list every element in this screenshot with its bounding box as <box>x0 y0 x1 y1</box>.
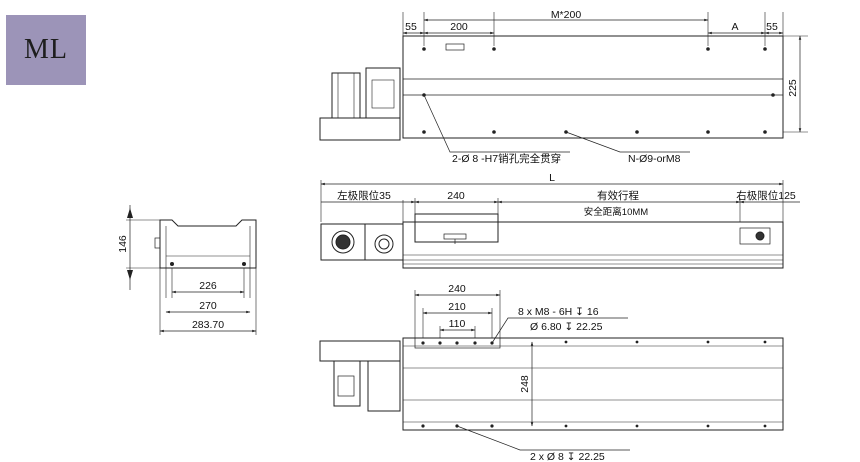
top-dim-55-right: 55 <box>766 21 778 33</box>
callout-drill: Ø 6.80 ↧ 22.25 <box>530 321 603 333</box>
bottom-motor-base <box>319 340 401 362</box>
end-dim-283: 283.70 <box>192 319 224 331</box>
callout-n-holes: N-Ø9-orM8 <box>628 153 681 165</box>
bottom-carriage <box>414 337 501 349</box>
top-dim-200: 200 <box>450 21 468 33</box>
end-body <box>159 219 257 269</box>
side-rail <box>402 221 784 269</box>
model-badge: ML <box>6 15 86 85</box>
end-dim-270: 270 <box>199 300 217 312</box>
bottom-dim-210: 210 <box>448 301 466 313</box>
bottom-dim-240: 240 <box>448 283 466 295</box>
top-view: 55 200 M*200 A 55 225 2-Ø 8 -H7销孔完全贯穿 N-… <box>319 9 808 165</box>
left-limit-label: 左极限位35 <box>337 189 391 202</box>
end-dim-146: 146 <box>117 235 129 253</box>
right-limit-label: 右极限位125 <box>736 189 796 202</box>
top-holes <box>422 47 775 134</box>
bottom-coupling <box>367 360 401 412</box>
coupling-housing <box>365 67 401 119</box>
end-dim-226: 226 <box>199 280 217 292</box>
bottom-view: 240 210 110 248 8 x M8 - 6H ↧ 16 Ø 6.80 … <box>319 283 784 462</box>
bottom-dim-110: 110 <box>449 318 466 330</box>
callout-tapped-holes: 8 x M8 - 6H ↧ 16 <box>518 306 599 318</box>
motor-base <box>319 117 401 141</box>
callout-dowel-pins: 2 x Ø 8 ↧ 22.25 <box>530 451 605 462</box>
top-carriage-mark <box>445 43 465 51</box>
top-body <box>402 35 784 139</box>
top-dim-55-left: 55 <box>405 21 417 33</box>
callout-pin-holes: 2-Ø 8 -H7销孔完全贯穿 <box>452 152 561 165</box>
safety-label: 安全距离10MM <box>584 206 648 218</box>
side-view: L 左极限位35 240 有效行程 右极限位125 安全距离10MM <box>320 172 800 269</box>
top-dim-a: A <box>731 21 738 33</box>
side-coupling <box>364 223 404 261</box>
bottom-motor-body <box>333 360 361 407</box>
motor-body <box>331 72 361 119</box>
bottom-dim-248: 248 <box>519 375 531 393</box>
top-dim-m200: M*200 <box>551 9 582 21</box>
side-dim-240: 240 <box>447 190 465 202</box>
bottom-body <box>402 337 784 431</box>
side-dim-l: L <box>549 172 555 184</box>
side-carriage <box>414 213 499 243</box>
end-view: 146 226 270 283.70 <box>117 205 257 335</box>
model-label: ML <box>24 34 68 65</box>
stroke-label: 有效行程 <box>597 189 639 202</box>
bottom-holes <box>421 340 767 428</box>
side-limit-block <box>739 227 771 245</box>
top-dim-225: 225 <box>787 79 799 97</box>
